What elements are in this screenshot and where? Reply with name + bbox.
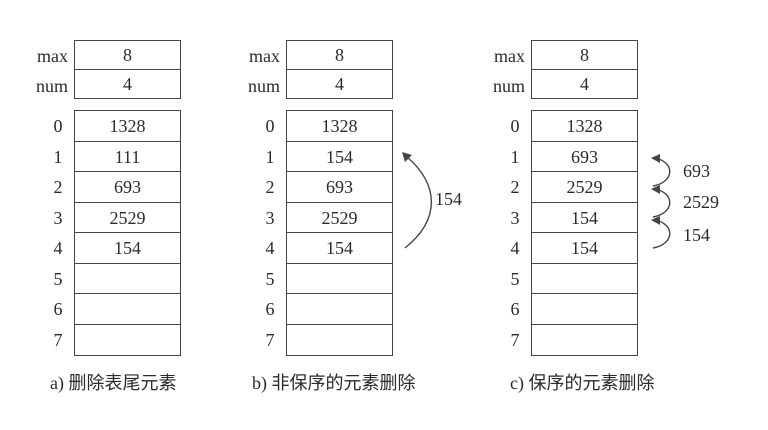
max-label: max bbox=[249, 46, 280, 66]
array-cell: 693 bbox=[532, 142, 637, 172]
max-label: max bbox=[37, 46, 68, 66]
array-box: 1328 111 693 2529 154 bbox=[74, 110, 181, 356]
array-cell: 2529 bbox=[532, 172, 637, 203]
array-cell: 154 bbox=[532, 233, 637, 264]
index-3: 3 bbox=[510, 208, 520, 228]
array-cell bbox=[287, 294, 392, 325]
array-cell: 693 bbox=[287, 172, 392, 203]
array-cell: 154 bbox=[287, 233, 392, 264]
panel-a-delete-tail: max 8 num 4 0 1 2 3 4 5 6 7 1328 111 693… bbox=[0, 0, 250, 430]
index-2: 2 bbox=[53, 177, 63, 197]
index-2: 2 bbox=[265, 177, 275, 197]
num-value-box: 4 bbox=[74, 69, 181, 99]
num-label: num bbox=[35, 76, 68, 96]
arrow-label: 154 bbox=[683, 225, 710, 245]
array-cell: 154 bbox=[75, 233, 180, 264]
array-cell: 1328 bbox=[75, 111, 180, 142]
index-4: 4 bbox=[265, 238, 275, 258]
shift-arrows bbox=[651, 154, 671, 249]
index-6: 6 bbox=[510, 299, 520, 319]
num-label: num bbox=[247, 76, 280, 96]
caption-a: a) 删除表尾元素 bbox=[50, 373, 177, 393]
array-cell: 2529 bbox=[287, 203, 392, 233]
array-cell bbox=[532, 264, 637, 294]
array-cell bbox=[287, 325, 392, 356]
array-cell: 1328 bbox=[287, 111, 392, 142]
max-value-box: 8 bbox=[286, 40, 393, 70]
index-5: 5 bbox=[510, 269, 520, 289]
array-cell bbox=[75, 325, 180, 356]
array-cell: 693 bbox=[75, 172, 180, 203]
index-6: 6 bbox=[53, 299, 63, 319]
arrow-label: 154 bbox=[435, 189, 462, 209]
max-value-box: 8 bbox=[531, 40, 638, 70]
array-cell: 154 bbox=[287, 142, 392, 172]
index-0: 0 bbox=[510, 116, 520, 136]
array-box: 1328 154 693 2529 154 bbox=[286, 110, 393, 356]
array-box: 1328 693 2529 154 154 bbox=[531, 110, 638, 356]
max-value-box: 8 bbox=[74, 40, 181, 70]
index-6: 6 bbox=[265, 299, 275, 319]
index-1: 1 bbox=[265, 147, 275, 167]
index-1: 1 bbox=[510, 147, 520, 167]
array-cell: 1328 bbox=[532, 111, 637, 142]
move-arrow bbox=[402, 152, 433, 249]
index-4: 4 bbox=[53, 238, 63, 258]
index-1: 1 bbox=[53, 147, 63, 167]
index-7: 7 bbox=[510, 330, 520, 350]
num-value-box: 4 bbox=[286, 69, 393, 99]
index-5: 5 bbox=[53, 269, 63, 289]
index-0: 0 bbox=[53, 116, 63, 136]
index-0: 0 bbox=[265, 116, 275, 136]
num-label: num bbox=[492, 76, 525, 96]
array-cell bbox=[287, 264, 392, 294]
index-4: 4 bbox=[510, 238, 520, 258]
array-cell bbox=[75, 264, 180, 294]
index-2: 2 bbox=[510, 177, 520, 197]
caption-b: b) 非保序的元素删除 bbox=[252, 373, 416, 393]
array-cell: 111 bbox=[75, 142, 180, 172]
arrow-label: 693 bbox=[683, 161, 710, 181]
array-cell: 2529 bbox=[75, 203, 180, 233]
index-7: 7 bbox=[265, 330, 275, 350]
array-cell bbox=[532, 294, 637, 325]
index-7: 7 bbox=[53, 330, 63, 350]
index-5: 5 bbox=[265, 269, 275, 289]
index-3: 3 bbox=[265, 208, 275, 228]
max-label: max bbox=[494, 46, 525, 66]
array-cell: 154 bbox=[532, 203, 637, 233]
array-cell bbox=[532, 325, 637, 356]
index-3: 3 bbox=[53, 208, 63, 228]
array-cell bbox=[75, 294, 180, 325]
num-value-box: 4 bbox=[531, 69, 638, 99]
panel-b-unordered-delete: max 8 num 4 0 1 2 3 4 5 6 7 1328 154 693… bbox=[220, 0, 470, 430]
panel-c-ordered-delete: max 8 num 4 0 1 2 3 4 5 6 7 1328 693 252… bbox=[465, 0, 719, 430]
caption-c: c) 保序的元素删除 bbox=[510, 373, 655, 393]
arrow-label: 2529 bbox=[683, 192, 719, 212]
